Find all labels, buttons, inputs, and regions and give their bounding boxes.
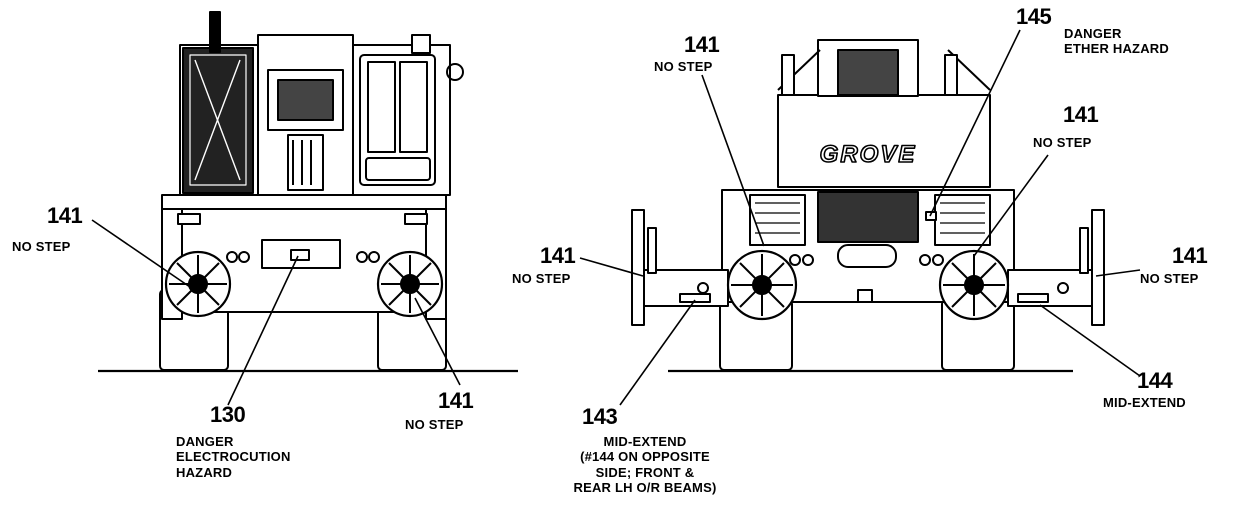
callout-145-line-2: ETHER HAZARD — [1064, 41, 1169, 57]
callout-141-right-right-number: 141 — [1172, 243, 1208, 268]
callout-143-line-1: MID-EXTEND — [603, 434, 687, 449]
callout-141-right-mid-number: 141 — [1063, 102, 1099, 127]
left-hub-1 — [164, 250, 232, 318]
callout-145-text: DANGER ETHER HAZARD — [1064, 26, 1169, 57]
right-hub-1 — [726, 249, 798, 321]
callout-141-right-mid-text: NO STEP — [1033, 135, 1092, 150]
callout-141-left-lower-number: 141 — [438, 388, 474, 413]
callout-141-left-lower-text: NO STEP — [405, 417, 464, 432]
right-crane-view: GROVE — [631, 39, 1105, 373]
callout-130-line-1: DANGER — [176, 434, 234, 449]
callout-144-number: 144 — [1137, 368, 1173, 393]
callout-145-line-1: DANGER — [1064, 26, 1122, 41]
grove-logo: GROVE — [820, 141, 917, 168]
callout-141-right-top-text: NO STEP — [654, 59, 713, 74]
callout-141-left-upper-text: NO STEP — [12, 239, 71, 254]
callout-144-text: MID-EXTEND — [1103, 395, 1186, 410]
callout-141-right-top-number: 141 — [684, 32, 720, 57]
callout-143-line-3: SIDE; FRONT & — [595, 464, 695, 480]
callout-141-right-left-number: 141 — [540, 243, 576, 268]
callout-130-text: DANGER ELECTROCUTION HAZARD — [176, 434, 291, 480]
right-hub-2 — [938, 249, 1010, 321]
left-crane-view — [98, 11, 518, 373]
callout-143-number: 143 — [582, 404, 618, 429]
callout-130-line-3: HAZARD — [176, 464, 233, 480]
callout-141-left-upper-number: 141 — [47, 203, 83, 228]
callout-130-line-2: ELECTROCUTION — [176, 449, 291, 465]
callout-145-number: 145 — [1016, 4, 1052, 29]
left-hub-2 — [376, 250, 444, 318]
callout-130-number: 130 — [210, 402, 246, 427]
callout-143-text: MID-EXTEND (#144 ON OPPOSITE SIDE; FRONT… — [535, 434, 755, 495]
callout-143-line-4: REAR LH O/R BEAMS) — [573, 479, 717, 495]
callout-141-right-left-text: NO STEP — [512, 271, 571, 286]
callout-143-line-2: (#144 ON OPPOSITE — [580, 449, 710, 465]
callout-141-right-right-text: NO STEP — [1140, 271, 1199, 286]
